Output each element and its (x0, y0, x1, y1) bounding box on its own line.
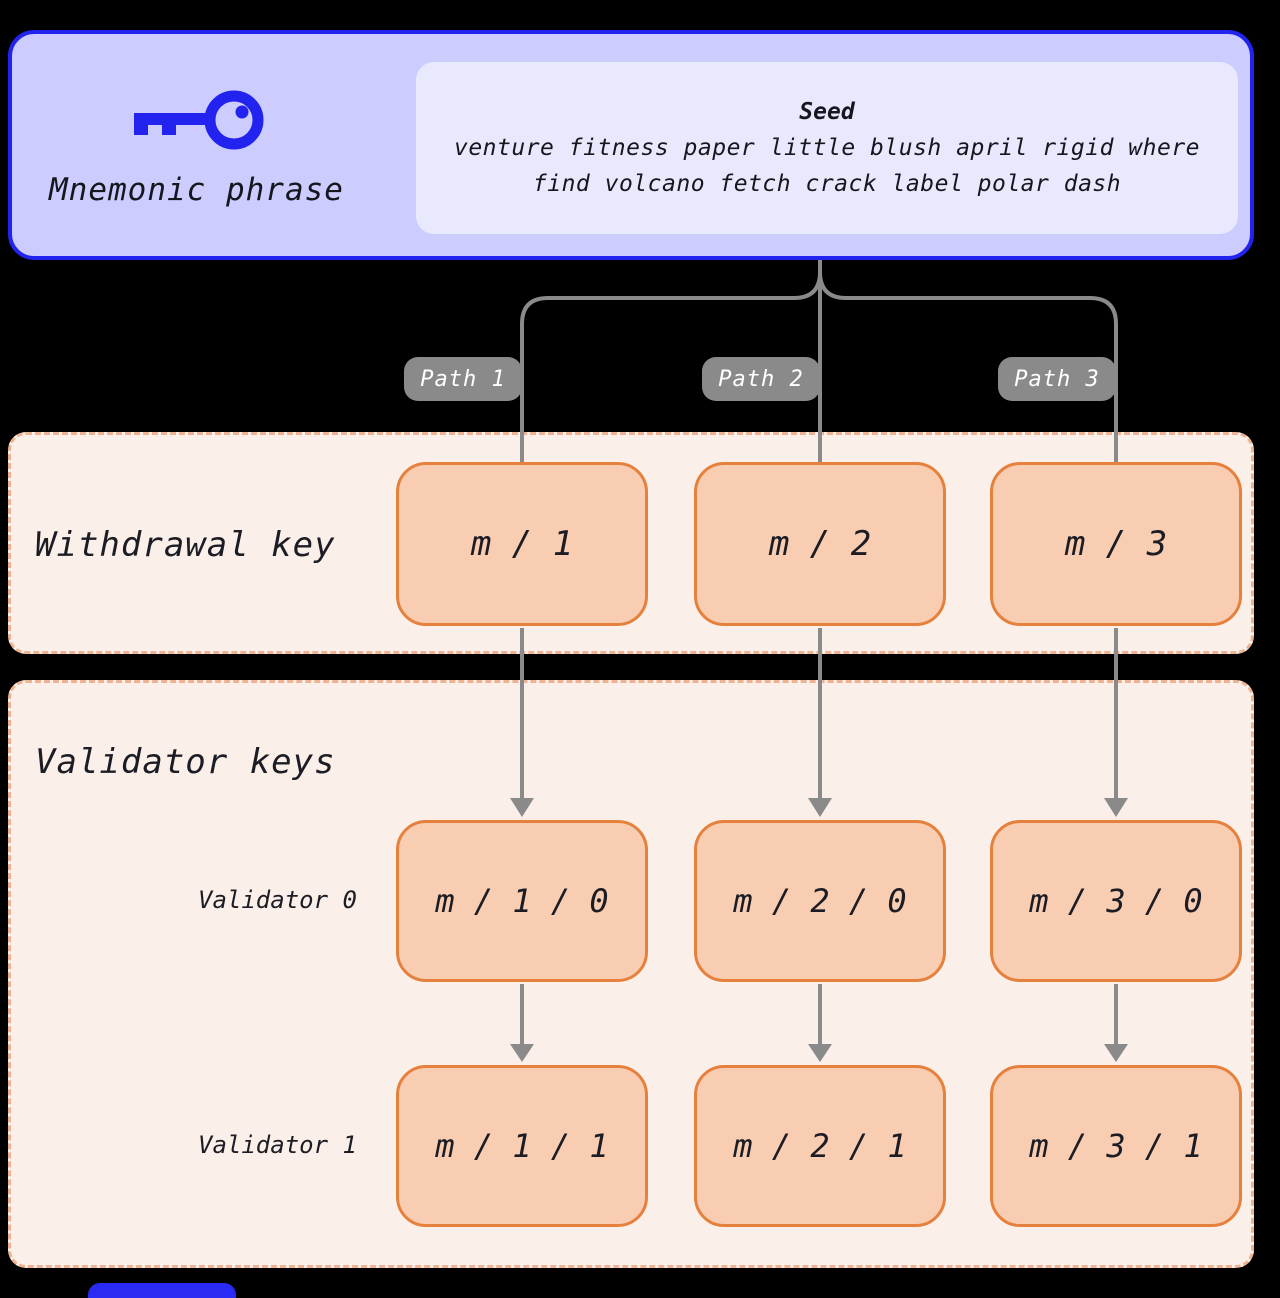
validator-key-m-1-1: m / 1 / 1 (396, 1065, 648, 1227)
validator-key-m-2-1: m / 2 / 1 (694, 1065, 946, 1227)
path-3-badge: Path 3 (998, 357, 1116, 401)
path-1-badge: Path 1 (404, 357, 522, 401)
mnemonic-label: Mnemonic phrase (49, 172, 344, 208)
seed-title: Seed (799, 99, 855, 125)
withdrawal-key-m2: m / 2 (694, 462, 946, 626)
withdrawal-key-m3: m / 3 (990, 462, 1242, 626)
withdrawal-key-m1: m / 1 (396, 462, 648, 626)
seed-words-line-2: find volcano fetch crack label polar das… (532, 171, 1122, 197)
validator-key-m-3-0: m / 3 / 0 (990, 820, 1242, 982)
withdrawal-key-label: Withdrawal key (35, 525, 336, 565)
validator-0-row-label: Validator 0 (198, 886, 357, 914)
validator-key-m-2-0: m / 2 / 0 (694, 820, 946, 982)
mnemonic-card: Mnemonic phrase Seed venture fitness pap… (8, 30, 1254, 260)
seed-words-line-1: venture fitness paper little blush april… (453, 135, 1201, 161)
validator-keys-label: Validator keys (35, 742, 336, 782)
path-2-badge: Path 2 (702, 357, 820, 401)
cropped-card-fragment (88, 1283, 236, 1298)
validator-key-m-1-0: m / 1 / 0 (396, 820, 648, 982)
key-icon (134, 90, 264, 150)
validator-1-row-label: Validator 1 (198, 1131, 357, 1159)
validator-key-m-3-1: m / 3 / 1 (990, 1065, 1242, 1227)
seed-box: Seed venture fitness paper little blush … (416, 62, 1238, 234)
